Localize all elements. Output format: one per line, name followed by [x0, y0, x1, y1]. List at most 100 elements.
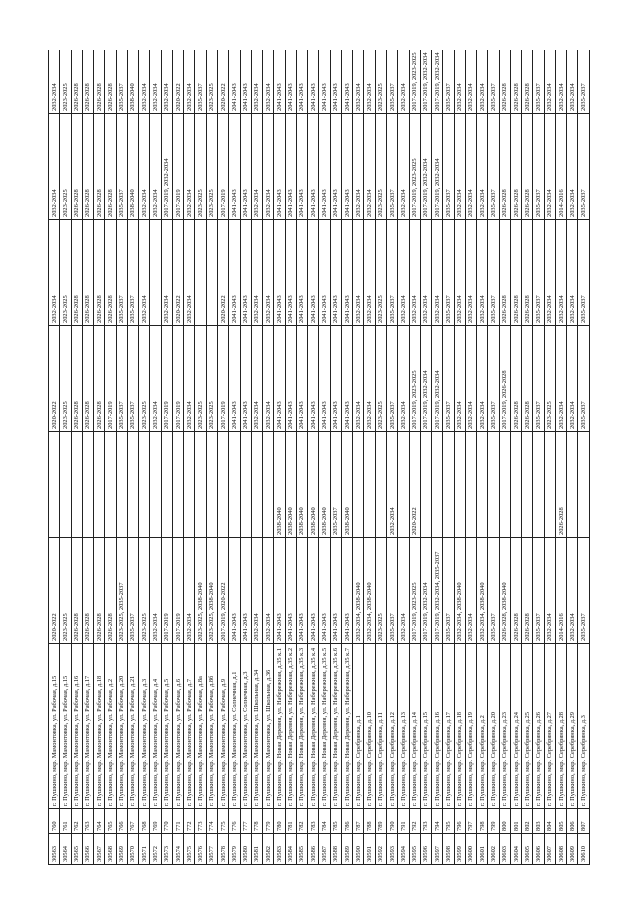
row-number-cell: 769 — [149, 808, 162, 834]
period-b-cell: 2038-2040 — [285, 431, 297, 538]
period-e-cell: 2026-2028 — [93, 113, 105, 220]
row-id-cell: 30608 — [555, 833, 567, 865]
row-number-cell: 774 — [206, 808, 218, 834]
period-f-cell: 2023-2025 — [375, 50, 387, 114]
period-c-cell: 2026-2028 — [521, 325, 533, 432]
period-a-cell: 2014-2016 — [555, 537, 567, 644]
period-a-cell: 2041-2043 — [285, 537, 297, 644]
period-a-cell: 2041-2043 — [296, 537, 308, 644]
period-e-cell: 2032-2034 — [397, 113, 409, 220]
period-b-cell — [194, 431, 207, 538]
row-id-cell: 30591 — [363, 833, 376, 865]
period-b-cell — [240, 431, 252, 538]
period-e-cell: 2041-2043 — [318, 113, 331, 220]
period-a-cell: 2041-2043 — [228, 537, 241, 644]
period-d-cell: 2032-2034 — [476, 219, 488, 326]
period-a-cell: 2017-2019, 2023-2025 — [409, 537, 421, 644]
address-cell: г. Пушкино, мкр. Мамонтовка, ул. Рабочая… — [194, 643, 207, 809]
period-f-cell: 2041-2043 — [318, 50, 331, 114]
row-number-cell: 794 — [431, 808, 443, 834]
row-id-cell: 30599 — [454, 833, 466, 865]
address-cell: г. Пушкино, мкр. Мамонтовка, ул. Рабочая… — [161, 643, 173, 809]
row-number-cell: 760 — [48, 808, 60, 834]
period-b-cell: 2035-2037 — [330, 431, 342, 538]
period-b-cell: 2032-2034 — [386, 431, 398, 538]
row-id-cell: 30610 — [577, 833, 590, 865]
period-f-cell: 2032-2034 — [566, 50, 578, 114]
period-a-cell: 2026-2028, 2038-2040 — [499, 537, 511, 644]
period-e-cell: 2035-2037 — [487, 113, 500, 220]
period-a-cell: 2041-2043 — [318, 537, 331, 644]
period-f-cell: 2023-2025 — [59, 50, 72, 114]
period-b-cell — [454, 431, 466, 538]
address-cell: г. Пушкино, мкр. Мамонтовка, ул. Рабочая… — [59, 643, 72, 809]
period-d-cell: 2032-2034 — [363, 219, 376, 326]
period-e-cell: 2017-2019, 2023-2025 — [409, 113, 421, 220]
period-b-cell — [116, 431, 128, 538]
period-d-cell: 2035-2037 — [487, 219, 500, 326]
period-b-cell — [127, 431, 139, 538]
period-e-cell: 2041-2043 — [330, 113, 342, 220]
address-cell: г. Пушкино, мкр. Мамонтовка, ул. Рабочая… — [149, 643, 162, 809]
row-id-cell: 30585 — [296, 833, 308, 865]
row-number-cell: 762 — [71, 808, 83, 834]
row-id-cell: 30568 — [104, 833, 117, 865]
address-cell: г. Пушкино, мкр. Мамонтовка, ул. Рабочая… — [172, 643, 184, 809]
address-cell: г. Пушкино, мкр. Мамонтовка, ул. Солнечн… — [240, 643, 252, 809]
period-e-cell: 2026-2028 — [104, 113, 117, 220]
period-d-cell: 2032-2034 — [251, 219, 263, 326]
row-number-cell: 805 — [555, 808, 567, 834]
period-c-cell: 2017-2019, 2023-2025 — [409, 325, 421, 432]
period-f-cell: 2032-2034 — [397, 50, 409, 114]
period-e-cell: 2038-2040 — [127, 113, 139, 220]
period-f-cell: 2032-2034 — [149, 50, 162, 114]
period-f-cell: 2032-2034 — [454, 50, 466, 114]
address-cell: г. Пушкино, мкр. Новая Деревня, ул. Набе… — [307, 643, 319, 809]
period-a-cell: 2035-2037 — [532, 537, 545, 644]
period-c-cell: 2035-2037 — [127, 325, 139, 432]
period-c-cell: 2032-2034 — [251, 325, 263, 432]
period-e-cell: 2026-2028 — [510, 113, 522, 220]
address-cell: г. Пушкино, мкр. Новая Деревня, ул. Набе… — [318, 643, 331, 809]
period-f-cell: 2032-2034 — [363, 50, 376, 114]
address-cell: г. Пушкино, мкр. Новая Деревня, ул. Набе… — [296, 643, 308, 809]
period-b-cell — [577, 431, 590, 538]
row-number-cell: 788 — [363, 808, 376, 834]
row-number-cell: 783 — [307, 808, 319, 834]
period-d-cell: 2041-2043 — [341, 219, 353, 326]
period-f-cell: 2026-2028 — [71, 50, 83, 114]
period-c-cell: 2032-2034 — [352, 325, 364, 432]
row-id-cell: 30579 — [228, 833, 241, 865]
row-number-cell: 763 — [82, 808, 94, 834]
address-cell: г. Пушкино, мкр. Новая Деревня, ул. Набе… — [273, 643, 286, 809]
period-a-cell: 2032-2034, 2038-2040 — [476, 537, 488, 644]
period-b-cell — [442, 431, 455, 538]
row-id-cell: 30587 — [318, 833, 331, 865]
address-cell: г. Пушкино, мкр. Серебрянка, д.14 — [409, 643, 421, 809]
period-a-cell: 2017-2019, 2032-2034 — [420, 537, 432, 644]
row-id-cell: 30589 — [341, 833, 353, 865]
period-e-cell: 2023-2025 — [375, 113, 387, 220]
row-number-cell: 795 — [442, 808, 455, 834]
period-a-cell: 2035-2037 — [442, 537, 455, 644]
period-a-cell: 2026-2028 — [521, 537, 533, 644]
address-cell: г. Пушкино, мкр. Мамонтовка, ул. Рабочая… — [183, 643, 195, 809]
period-b-cell: 2038-2040 — [341, 431, 353, 538]
period-b-cell — [59, 431, 72, 538]
